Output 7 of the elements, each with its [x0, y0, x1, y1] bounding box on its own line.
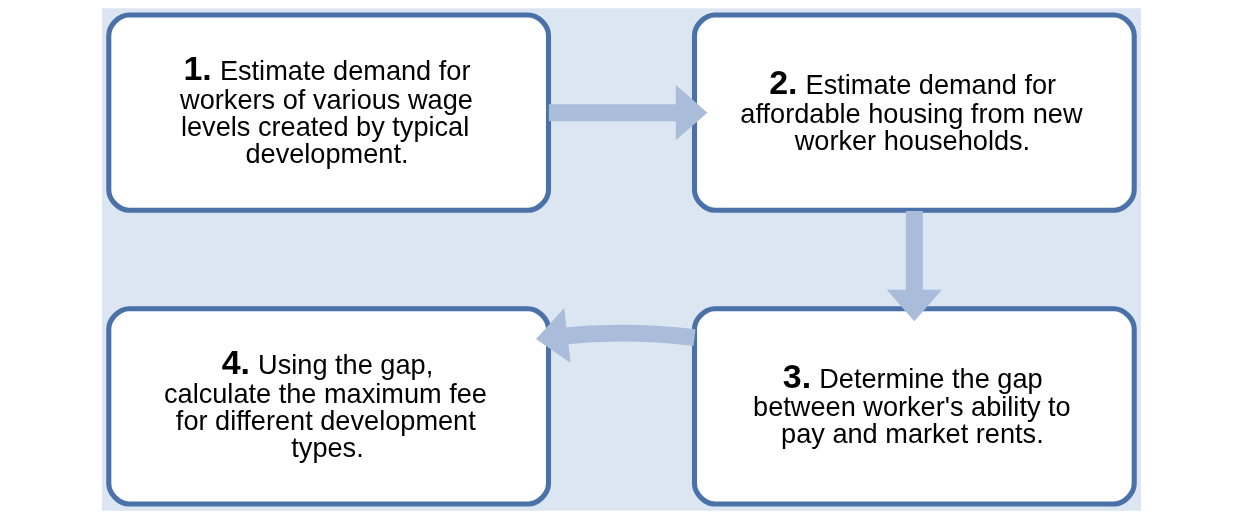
arrow	[536, 308, 696, 363]
node-box: 1. Estimate demand for workers of various wage levels created by typical development.	[106, 12, 552, 213]
node-box: 4. Using the gap, calculate the maximum fee for different development types.	[106, 306, 552, 507]
arrow	[548, 85, 708, 141]
arrow	[886, 211, 942, 322]
node-box: 2. Estimate demand for affordable housing from new worker households.	[691, 12, 1137, 213]
node-box: 3. Determine the gap between worker's ability to pay and market rents.	[691, 306, 1137, 507]
